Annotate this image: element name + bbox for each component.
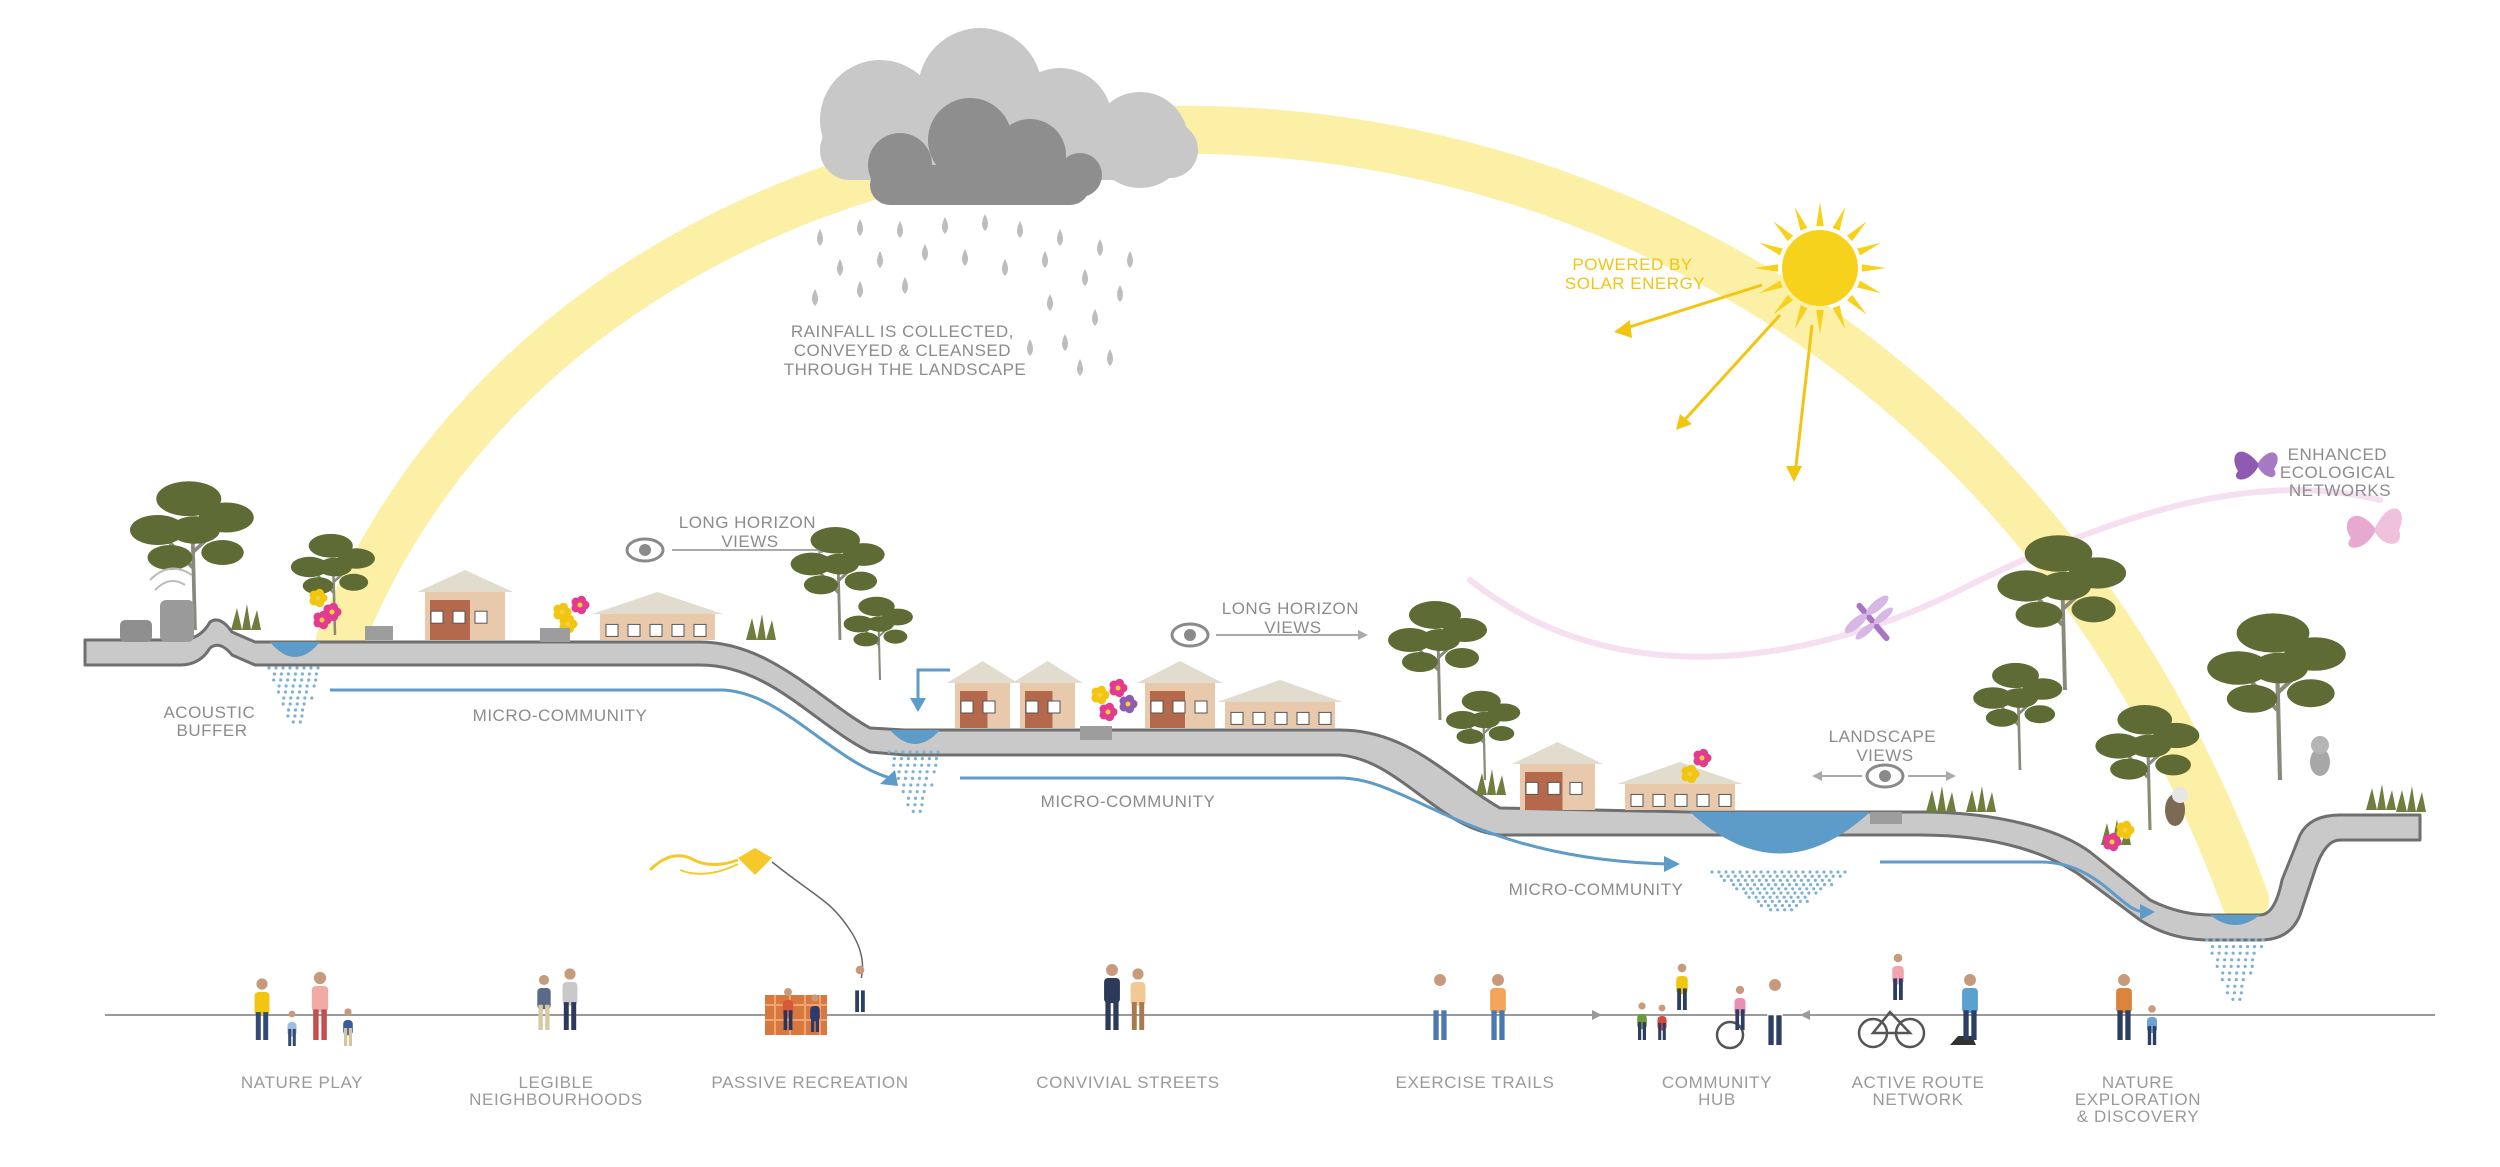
activity-label-convivial-streets: CONVIVIAL STREETS <box>1036 1073 1219 1092</box>
flow-arrow-3 <box>1880 860 2146 914</box>
flow-arrow-2 <box>960 776 1671 866</box>
swale-2 <box>890 730 940 744</box>
sun-arc <box>316 105 2269 924</box>
activity-label-exercise-trails: EXERCISE TRAILS <box>1396 1073 1555 1092</box>
eye-icon <box>1170 622 1210 648</box>
swale-1 <box>270 642 320 657</box>
flowers <box>309 588 2135 852</box>
eye-icon <box>1865 763 1905 789</box>
micro-community-label-1: MICRO-COMMUNITY <box>473 706 648 725</box>
solar-label: POWERED BY SOLAR ENERGY <box>1565 255 1705 293</box>
activity-label-passive-recreation: PASSIVE RECREATION <box>711 1073 908 1092</box>
retention-pond <box>1690 812 1870 854</box>
micro-community-label-2: MICRO-COMMUNITY <box>1041 792 1216 811</box>
ecological-ribbon <box>1467 487 2383 660</box>
sun-icon <box>1754 202 1886 334</box>
trees <box>130 481 2426 845</box>
micro-community-label-3: MICRO-COMMUNITY <box>1509 880 1684 899</box>
infiltration-dots <box>267 666 2265 1002</box>
solar-arrows <box>1619 283 1814 476</box>
bicycle-icon <box>1857 1010 1926 1049</box>
eye-icon <box>625 537 665 563</box>
ecological-networks-label: ENHANCED ECOLOGICAL NETWORKS <box>2280 445 2400 500</box>
diagram-labels: RAINFALL IS COLLECTED, CONVEYED & CLEANS… <box>163 255 2400 899</box>
baseline-arrow <box>1800 1010 1810 1020</box>
view-arrowhead <box>1358 630 1368 640</box>
butterfly-pink-icon <box>2346 508 2402 548</box>
long-horizon-views-label-2: LONG HORIZON VIEWS <box>1222 599 1365 637</box>
butterfly-purple-icon <box>2234 451 2278 480</box>
rain-cloud <box>820 28 1198 205</box>
kite-icon <box>648 848 864 986</box>
flow-arrow-4 <box>916 668 950 705</box>
dragonfly-icon <box>1844 595 1894 642</box>
houses <box>417 570 1743 810</box>
acoustic-buffer-label: ACOUSTIC BUFFER <box>163 703 260 740</box>
road-vehicles <box>120 567 1902 824</box>
raindrops <box>812 214 1133 376</box>
long-horizon-views-label-1: LONG HORIZON VIEWS <box>679 513 822 551</box>
dog-icon <box>1950 1036 1976 1045</box>
wheelchair-icon <box>1715 1020 1745 1050</box>
flow-arrows <box>330 668 2146 914</box>
landscape-views-label: LANDSCAPE VIEWS <box>1829 727 1942 765</box>
people <box>254 953 2158 1046</box>
flow-arrowheads <box>880 698 2155 920</box>
swale-3 <box>2210 915 2260 925</box>
rainfall-label: RAINFALL IS COLLECTED, CONVEYED & CLEANS… <box>784 322 1027 379</box>
activity-label-nature-play: NATURE PLAY <box>241 1073 363 1092</box>
flow-arrow-1 <box>330 688 891 780</box>
ground-terrain <box>83 618 2422 942</box>
baseline-arrow <box>1592 1010 1602 1020</box>
solar-arrowheads <box>1614 320 1802 482</box>
kookaburra-icon <box>2165 787 2188 826</box>
koala-icon <box>2310 736 2330 776</box>
